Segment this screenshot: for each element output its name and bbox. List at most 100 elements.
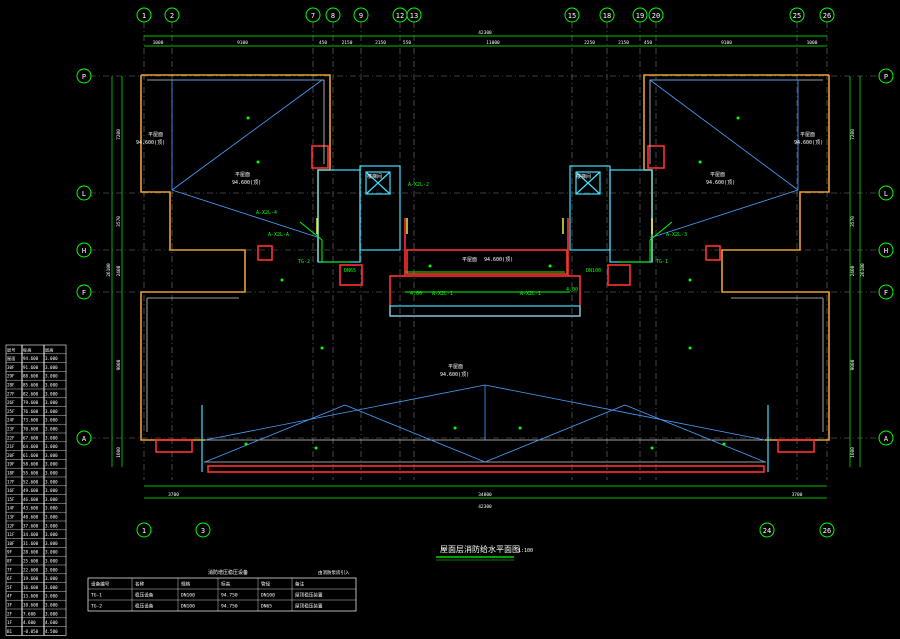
level-table-cell: 73.600: [23, 418, 39, 423]
axis-bubble-top: [406, 7, 422, 23]
axis-label-left: A: [82, 435, 87, 443]
pipe-label-b1b: A-X2L-1: [520, 291, 541, 297]
equipment-table-cell: 屋顶稳压装置: [295, 592, 323, 599]
level-right: 4.00: [566, 287, 578, 293]
level-table-cell: 91.600: [23, 365, 39, 370]
axis-bubble-top: [632, 7, 648, 23]
level-table-cell: 3.000: [45, 453, 58, 458]
axis-label-top: 26: [823, 12, 831, 20]
level-table-cell: 3.000: [45, 611, 58, 616]
axis-label-top: 13: [410, 12, 418, 20]
axis-bubble-top: [325, 7, 341, 23]
level-table-cell: 23F: [7, 427, 15, 432]
equipment-table-title: 消防增压稳压设备: [208, 569, 248, 576]
level-table-cell: 3.000: [45, 479, 58, 484]
pipe-labels: A-X2L-2 A-X2L-A A-X2L-1 A-X2L-1 A-X2L-3 …: [256, 182, 687, 297]
equipment-table-note: 由消防泵房引入: [318, 569, 350, 576]
axis-bubble-bottom: [759, 522, 775, 538]
axis-label-bottom: 1: [142, 527, 146, 535]
level-table-cell: 7.600: [23, 611, 36, 616]
level-table-cell: 3.000: [45, 356, 58, 361]
level-table-cell: 88.600: [23, 374, 39, 379]
dim-left: 7200: [116, 129, 122, 140]
axis-label-left: P: [82, 73, 86, 81]
level-table-cell: 37.600: [23, 523, 39, 528]
level-table-cell: 17F: [7, 479, 15, 484]
level-table-cell: 27F: [7, 391, 15, 396]
axis-bubble-left: [76, 68, 92, 84]
axis-bubble-top: [305, 7, 321, 23]
axis-label-top: 7: [311, 12, 315, 20]
level-table-cell: 10.600: [23, 603, 39, 608]
tg2-label: TG-2: [298, 259, 310, 265]
label-right-roof: 平屋面: [800, 132, 815, 138]
axis-label-right: P: [884, 73, 888, 81]
axis-bubble-top: [164, 7, 180, 23]
axis-label-top: 1: [142, 12, 146, 20]
label-center-roof-level: 94.600(顶): [484, 257, 513, 263]
level-table-cell: 3.000: [45, 409, 58, 414]
dim-top: 1000: [153, 40, 164, 46]
fire-pipes: [299, 221, 673, 293]
dim-top: 550: [403, 40, 411, 46]
level-table-cell: 1F: [7, 620, 13, 625]
dim-top: 2150: [375, 40, 386, 46]
level-table-cell: 94.600: [23, 356, 39, 361]
dim-left: 1600: [116, 447, 122, 458]
dim-right-total: 26100: [860, 263, 866, 277]
level-table-cell: 25F: [7, 409, 15, 414]
level-table-cell: 55.600: [23, 471, 39, 476]
pipe-label-b1: A-X2L-1: [432, 291, 453, 297]
level-table-cell: 26F: [7, 400, 15, 405]
axis-label-top: 18: [603, 12, 611, 20]
level-table-cell: 3.000: [45, 567, 58, 572]
pipe-label-c: A-X2L-4: [256, 210, 277, 216]
level-table-cell: 3F: [7, 603, 13, 608]
label-stair-right: 楼梯间: [576, 173, 591, 180]
level-table-cell: 3.000: [45, 488, 58, 493]
equipment-table-cell: 屋顶稳压装置: [295, 603, 323, 610]
level-table-cell: 3.000: [45, 435, 58, 440]
yellow-accents: [316, 218, 653, 234]
axis-bubble-top: [648, 7, 664, 23]
level-table-cell: 3.000: [45, 576, 58, 581]
dim-top: 450: [319, 40, 327, 46]
label-left-roof2-level: 94.600(顶): [232, 180, 261, 186]
level-table-cell: 屋面: [7, 356, 15, 362]
axis-label-right: H: [884, 247, 888, 255]
level-table-cell: 5F: [7, 585, 13, 590]
level-table-cell: -0.050: [23, 629, 39, 634]
level-table-header: 层高: [45, 346, 53, 353]
equipment-table-cell: 94.750: [221, 593, 238, 599]
level-table-cell: 52.600: [23, 479, 39, 484]
label-right-roof2-level: 94.600(顶): [706, 180, 735, 186]
level-table-cell: 2F: [7, 611, 13, 616]
level-table-cell: 25.600: [23, 559, 39, 564]
level-table-cell: 22.600: [23, 567, 39, 572]
equipment-table-cell: DN100: [181, 593, 195, 599]
level-table-cell: 9F: [7, 550, 13, 555]
equipment-table-header: 管径: [261, 581, 271, 588]
level-table-cell: 3.000: [45, 506, 58, 511]
level-table-cell: 18F: [7, 471, 15, 476]
equipment-table-cell: TG-2: [91, 604, 102, 610]
dim-top: 1000: [807, 40, 818, 46]
axis-bubble-top: [789, 7, 805, 23]
level-table-cell: 46.600: [23, 497, 39, 502]
level-table-cell: 30F: [7, 365, 15, 370]
axis-label-bottom: 26: [823, 527, 831, 535]
pipe-dn-left: DN65: [344, 268, 356, 274]
axis-label-left: L: [82, 190, 86, 198]
axis-bubble-top: [599, 7, 615, 23]
level-table-cell: 3.000: [45, 462, 58, 467]
dim-right: 7200: [850, 129, 856, 140]
axis-bubble-bottom: [136, 522, 152, 538]
axis-label-bottom: 3: [201, 527, 205, 535]
level-table-cell: 4.500: [45, 629, 58, 634]
label-left-roof2: 平屋面: [235, 172, 250, 178]
level-table-cell: 3.000: [45, 365, 58, 370]
level-table-cell: 19.600: [23, 576, 39, 581]
axis-label-top: 15: [568, 12, 576, 20]
